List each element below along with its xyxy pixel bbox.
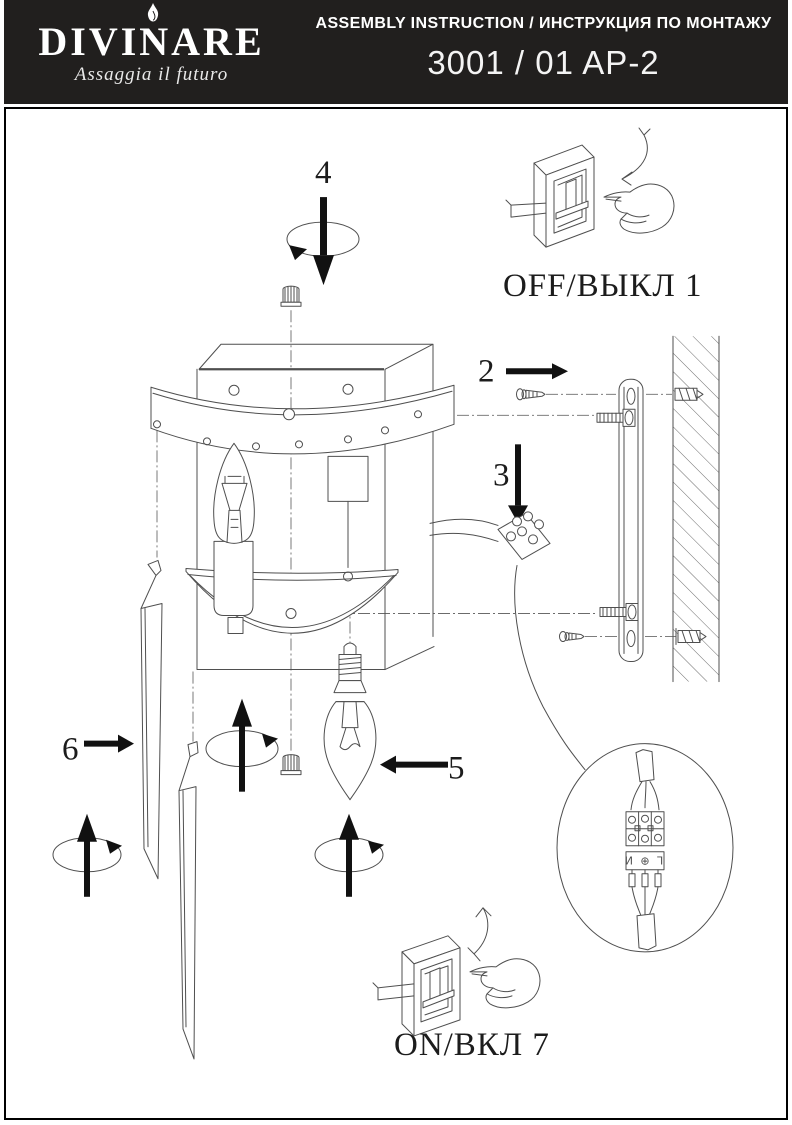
step-2: 2 — [478, 353, 568, 389]
caption-on: ON/ВКЛ 7 — [394, 1027, 550, 1063]
cable-top — [635, 749, 655, 783]
switch-wire — [505, 199, 547, 218]
wiring-detail-circle: И ⊕ ⅂ — [556, 743, 734, 953]
band-center-hole — [283, 408, 295, 421]
hand-icon — [603, 183, 675, 234]
screws — [516, 388, 585, 643]
switch-on-illustration: ON/ВКЛ 7 — [372, 907, 550, 1063]
plate-slot-bottom — [626, 630, 636, 648]
step-label-2: 2 — [478, 353, 494, 389]
step-6: 6 — [52, 559, 302, 1060]
step-4: 4 — [280, 155, 360, 307]
brand-name: DIVINARE — [38, 19, 265, 64]
candle-socket — [213, 540, 254, 635]
switch-rocker — [429, 967, 441, 1001]
bulb-step5 — [323, 642, 377, 801]
bolts — [596, 408, 639, 622]
flame-icon — [147, 3, 159, 22]
step4-arrow — [320, 197, 327, 256]
header-titles: ASSEMBLY INSTRUCTION / ИНСТРУКЦИЯ ПО МОН… — [299, 0, 788, 104]
brand-tagline: Assaggia il futuro — [74, 64, 229, 85]
thumb-nut — [280, 754, 302, 776]
document-title: ASSEMBLY INSTRUCTION / ИНСТРУКЦИЯ ПО МОН… — [315, 15, 772, 32]
step2-arrow — [506, 368, 552, 375]
step-3: 3 — [429, 444, 586, 771]
bulb-installed — [213, 442, 255, 544]
brand-logo: DIVINARE Assaggia il futuro — [4, 0, 299, 104]
press-arrow — [621, 127, 651, 186]
step-label-5: 5 — [448, 751, 464, 787]
switch-off-illustration: OFF/ВЫКЛ 1 — [503, 127, 703, 304]
model-number: 3001 / 01 AP-2 — [427, 44, 660, 81]
top-band — [150, 384, 455, 455]
rotation-arrowhead — [289, 245, 307, 261]
ceramic-block — [327, 455, 369, 502]
rotation-arrow-bulb — [314, 813, 384, 897]
finial-cap — [280, 285, 302, 307]
lead-wires — [429, 518, 499, 542]
wall-anchors — [672, 385, 707, 646]
rotation-arrow-panel-mid — [205, 698, 279, 792]
drawing-area: 4 — [4, 107, 788, 1120]
step-label-6: 6 — [62, 732, 78, 768]
wire-ferrules — [628, 869, 662, 888]
cable-bottom — [636, 913, 657, 951]
terminal-block-small — [497, 511, 551, 560]
header-bar: DIVINARE Assaggia il futuro ASSEMBLY INS… — [4, 0, 788, 104]
terminal-strip-detail — [625, 811, 665, 847]
step-label-3: 3 — [493, 457, 509, 493]
step6-arrow — [84, 740, 118, 747]
glass-panel-2 — [178, 741, 199, 1060]
plate-slot-top — [626, 387, 636, 405]
step3-arrow — [515, 444, 521, 506]
caption-off: OFF/ВЫКЛ 1 — [503, 268, 703, 304]
rotation-arrow-left — [52, 813, 122, 897]
switch-wire — [372, 982, 415, 1001]
assembly-diagram: 4 — [52, 127, 734, 1063]
step-label-4: 4 — [315, 155, 331, 191]
hand-icon — [469, 958, 541, 1009]
step-5: 5 — [314, 642, 464, 897]
glass-panel-1 — [140, 559, 163, 880]
mounting-plate — [618, 378, 644, 663]
step5-arrow — [396, 761, 448, 768]
power-cable — [514, 564, 586, 771]
press-arrow — [467, 907, 492, 962]
terminal-label: И ⊕ ⅂ — [625, 855, 666, 868]
